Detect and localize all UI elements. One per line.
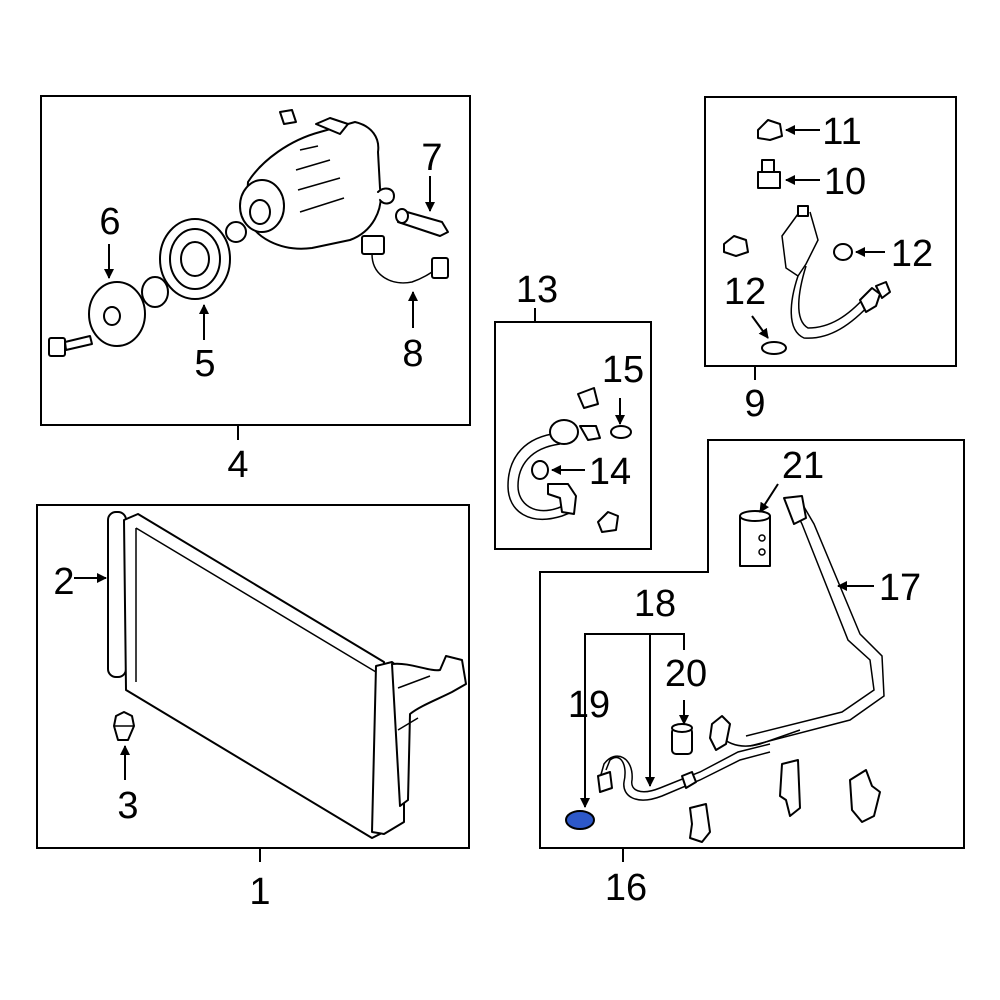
line-group-9-frame xyxy=(704,96,957,367)
callout-17: 17 xyxy=(879,567,921,609)
callout-18-bracket xyxy=(584,633,685,780)
clip-part[interactable] xyxy=(377,187,395,205)
condenser-core-part[interactable] xyxy=(123,513,467,839)
condenser-group-frame xyxy=(36,504,470,849)
liquid-line-part-17[interactable] xyxy=(745,495,885,747)
callout-3: 3 xyxy=(117,785,138,827)
callout-18: 18 xyxy=(634,583,676,625)
callout-16: 16 xyxy=(605,867,647,909)
line-group-16 xyxy=(539,439,965,862)
callout-11: 11 xyxy=(822,111,861,153)
callout-19: 19 xyxy=(568,684,610,726)
bracket-part-c[interactable] xyxy=(849,769,881,823)
spacer-part[interactable] xyxy=(225,221,247,243)
compressor-group-frame xyxy=(40,95,471,426)
compressor-top-clip xyxy=(279,109,297,125)
callout-14: 14 xyxy=(589,451,631,493)
discharge-line-part[interactable] xyxy=(781,205,891,339)
bracket-part-b[interactable] xyxy=(779,759,801,817)
nut-part-11[interactable] xyxy=(757,119,783,141)
sensor-part-10[interactable] xyxy=(757,159,781,189)
wire-harness-part-8[interactable] xyxy=(361,235,449,284)
callout-6: 6 xyxy=(99,201,120,243)
callout-labels: 4 6 5 7 8 1 2 3 13 15 14 11 10 12 12 9 2… xyxy=(53,111,933,913)
bolt-part[interactable] xyxy=(48,335,93,357)
condenser-group xyxy=(36,504,470,862)
callout-10: 10 xyxy=(824,161,866,203)
o-ring-part-12a[interactable] xyxy=(833,243,853,261)
suction-hose-part[interactable] xyxy=(507,419,601,520)
callout-2: 2 xyxy=(53,561,74,603)
o-ring-part-15[interactable] xyxy=(610,425,632,439)
callout-13: 13 xyxy=(516,269,558,311)
nut-part-9[interactable] xyxy=(723,235,749,257)
callout-12a: 12 xyxy=(891,233,933,275)
callout-20: 20 xyxy=(665,653,707,695)
bracket-part-a[interactable] xyxy=(689,803,711,843)
compressor-body-part[interactable] xyxy=(239,109,382,250)
callout-15: 15 xyxy=(602,349,644,391)
callout-8: 8 xyxy=(402,333,423,375)
compressor-group xyxy=(40,95,471,440)
arrow-21 xyxy=(759,483,779,513)
hose-group-13-frame xyxy=(494,321,652,550)
expansion-valve-part-21[interactable] xyxy=(739,510,771,567)
suction-line-part-18[interactable] xyxy=(597,715,801,801)
nut-part-13[interactable] xyxy=(597,511,619,533)
charge-valve-part-20[interactable] xyxy=(671,723,693,755)
callout-4: 4 xyxy=(227,444,248,486)
callout-5: 5 xyxy=(194,343,215,385)
hose-group-13 xyxy=(494,308,652,550)
line-group-16-frame xyxy=(539,439,965,849)
pressure-switch-part-7[interactable] xyxy=(395,208,449,237)
arrow-12b xyxy=(751,315,769,339)
o-ring-part-19-highlighted[interactable] xyxy=(565,810,595,830)
callout-1: 1 xyxy=(249,871,270,913)
pulley-part-6[interactable] xyxy=(88,281,146,347)
clutch-assembly-part-5[interactable] xyxy=(159,218,231,300)
snap-ring-part[interactable] xyxy=(141,276,169,308)
nut-part-3[interactable] xyxy=(113,711,135,741)
callout-7: 7 xyxy=(421,137,442,179)
callout-9: 9 xyxy=(744,383,765,425)
clip-part-13a[interactable] xyxy=(577,387,599,409)
callout-12b: 12 xyxy=(724,271,766,313)
o-ring-part-14[interactable] xyxy=(531,460,549,480)
callout-arrows xyxy=(74,125,885,808)
callout-21: 21 xyxy=(782,445,824,487)
line-group-9 xyxy=(704,96,957,380)
o-ring-part-12b[interactable] xyxy=(761,341,787,355)
